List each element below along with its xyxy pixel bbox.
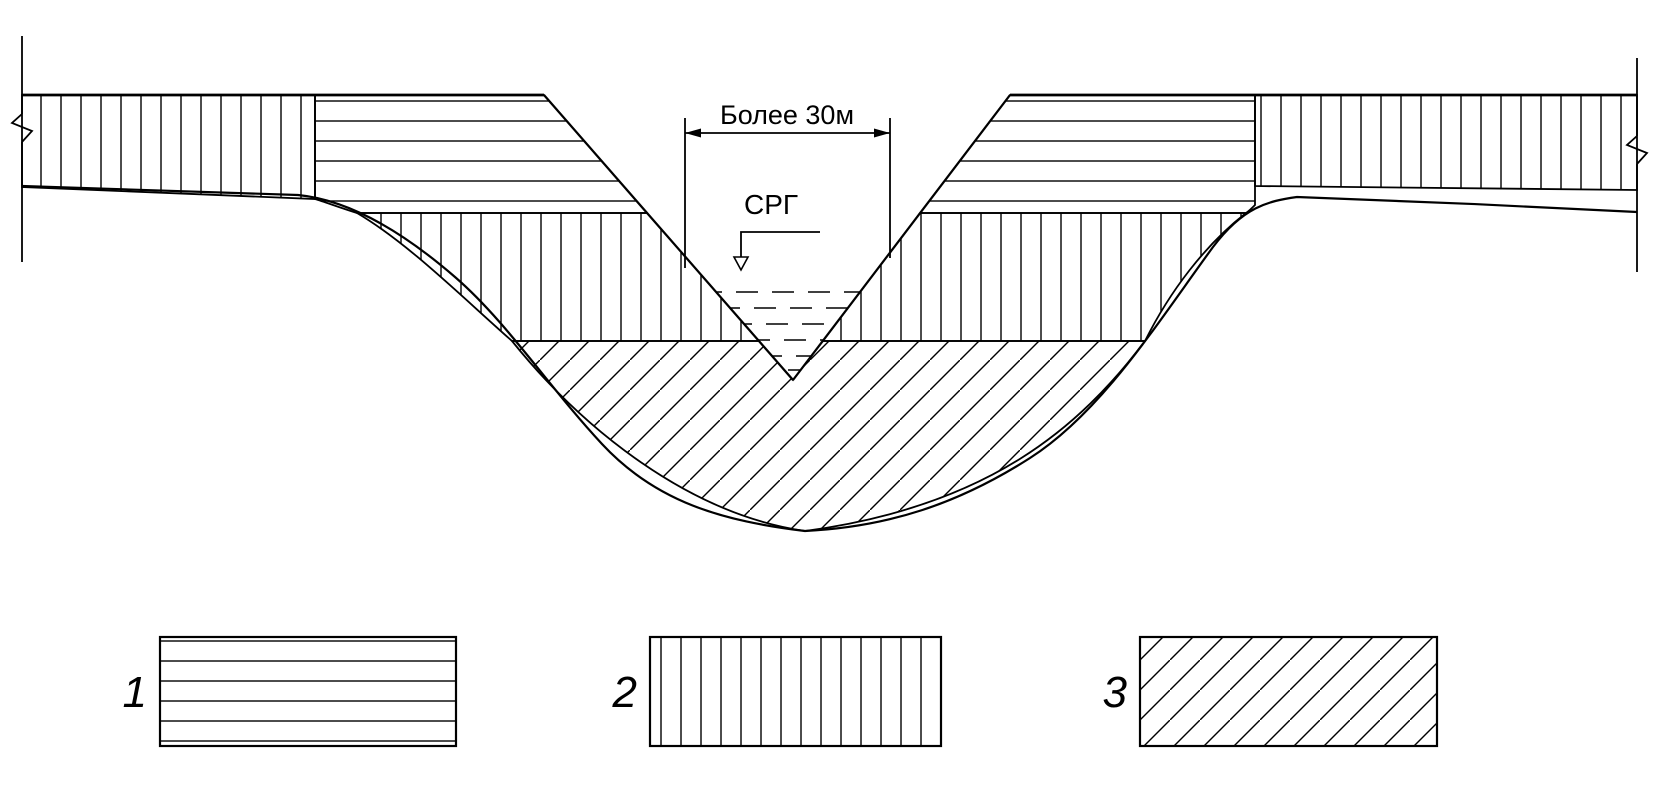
legend-swatch-horizontal-hatch <box>158 635 458 748</box>
legend-number-2: 2 <box>612 668 637 717</box>
water-level-leader <box>740 231 820 257</box>
legend-number-3: 3 <box>1103 668 1128 717</box>
legend-item-3: 3 <box>1103 635 1439 748</box>
break-zigzag-right <box>1625 135 1649 165</box>
legend-swatch-diagonal-hatch <box>1138 635 1439 748</box>
width-dimension: Более 30м <box>684 100 891 268</box>
legend-swatch-vertical-hatch <box>648 635 943 748</box>
channel-left-bank <box>543 94 794 381</box>
water-level-label: СРГ <box>744 189 798 220</box>
surface-layer-left <box>21 94 316 200</box>
break-zigzag-left <box>10 113 34 143</box>
water-level-annotation: СРГ <box>732 189 820 272</box>
break-line-left <box>10 36 34 262</box>
legend-number-1: 1 <box>123 668 147 717</box>
break-line-right <box>1625 58 1649 272</box>
legend-item-2: 2 <box>612 635 943 748</box>
bedrock-curve <box>21 184 1638 533</box>
channel-right-bank <box>792 94 1011 381</box>
surface-layer-right <box>1254 94 1638 191</box>
legend-item-1: 1 <box>123 635 458 748</box>
dimension-arrow-left <box>685 128 701 138</box>
water-level-symbol <box>732 256 750 272</box>
dimension-arrow-right <box>874 128 890 138</box>
legend: 1 2 3 <box>123 635 1439 748</box>
dimension-label: Более 30м <box>720 100 854 130</box>
